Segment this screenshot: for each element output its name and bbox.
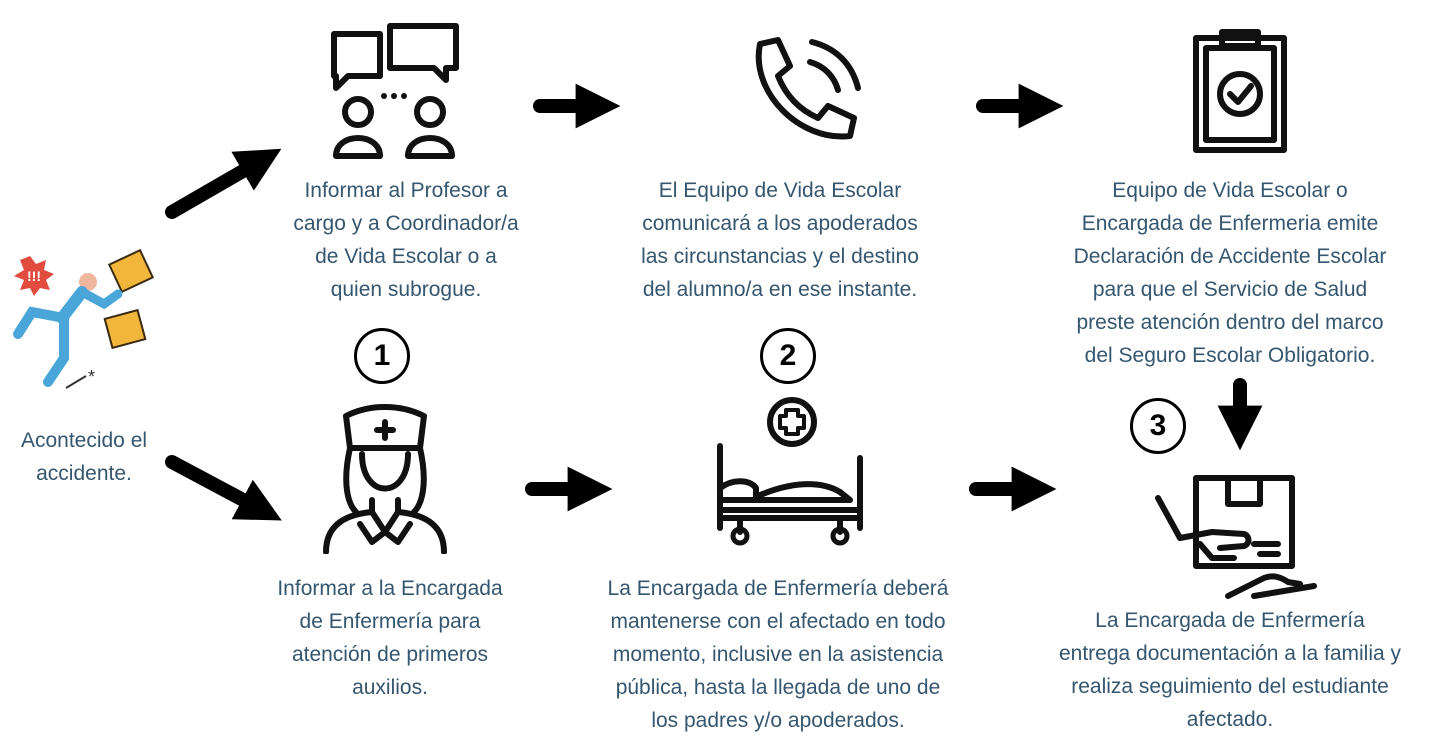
step-guardians-text: El Equipo de Vida Escolar comunicará a l…	[641, 179, 919, 301]
step-nurse-text: Informar a la Encargada de Enfermería pa…	[277, 577, 503, 699]
step-number-1: 1	[354, 328, 410, 384]
step-accompany-text: La Encargada de Enfermería deberá manten…	[607, 577, 949, 732]
step-number-2: 2	[760, 328, 816, 384]
step-handover-text: La Encargada de Enfermería entrega docum…	[1058, 609, 1402, 731]
package-handover-icon	[1155, 475, 1317, 599]
accident-icon: !!! *	[13, 248, 155, 389]
nurse-icon	[323, 404, 447, 554]
step-declaration-text: Equipo de Vida Escolar o Encargada de En…	[1073, 179, 1387, 367]
chat-users-icon	[331, 23, 459, 159]
svg-text:!!!: !!!	[27, 268, 41, 284]
arrow-start-to-nurse	[165, 455, 282, 521]
svg-text:*: *	[88, 367, 95, 387]
arrow-start-to-teacher	[165, 148, 282, 219]
clipboard-check-icon	[1193, 29, 1287, 153]
phone-icon	[755, 37, 861, 140]
hospital-bed-icon	[717, 397, 863, 546]
step-number-3: 3	[1130, 398, 1186, 454]
start-label: Acontecido el accidente.	[20, 429, 148, 485]
step-teacher-text: Informar al Profesor a cargo y a Coordin…	[293, 179, 519, 301]
